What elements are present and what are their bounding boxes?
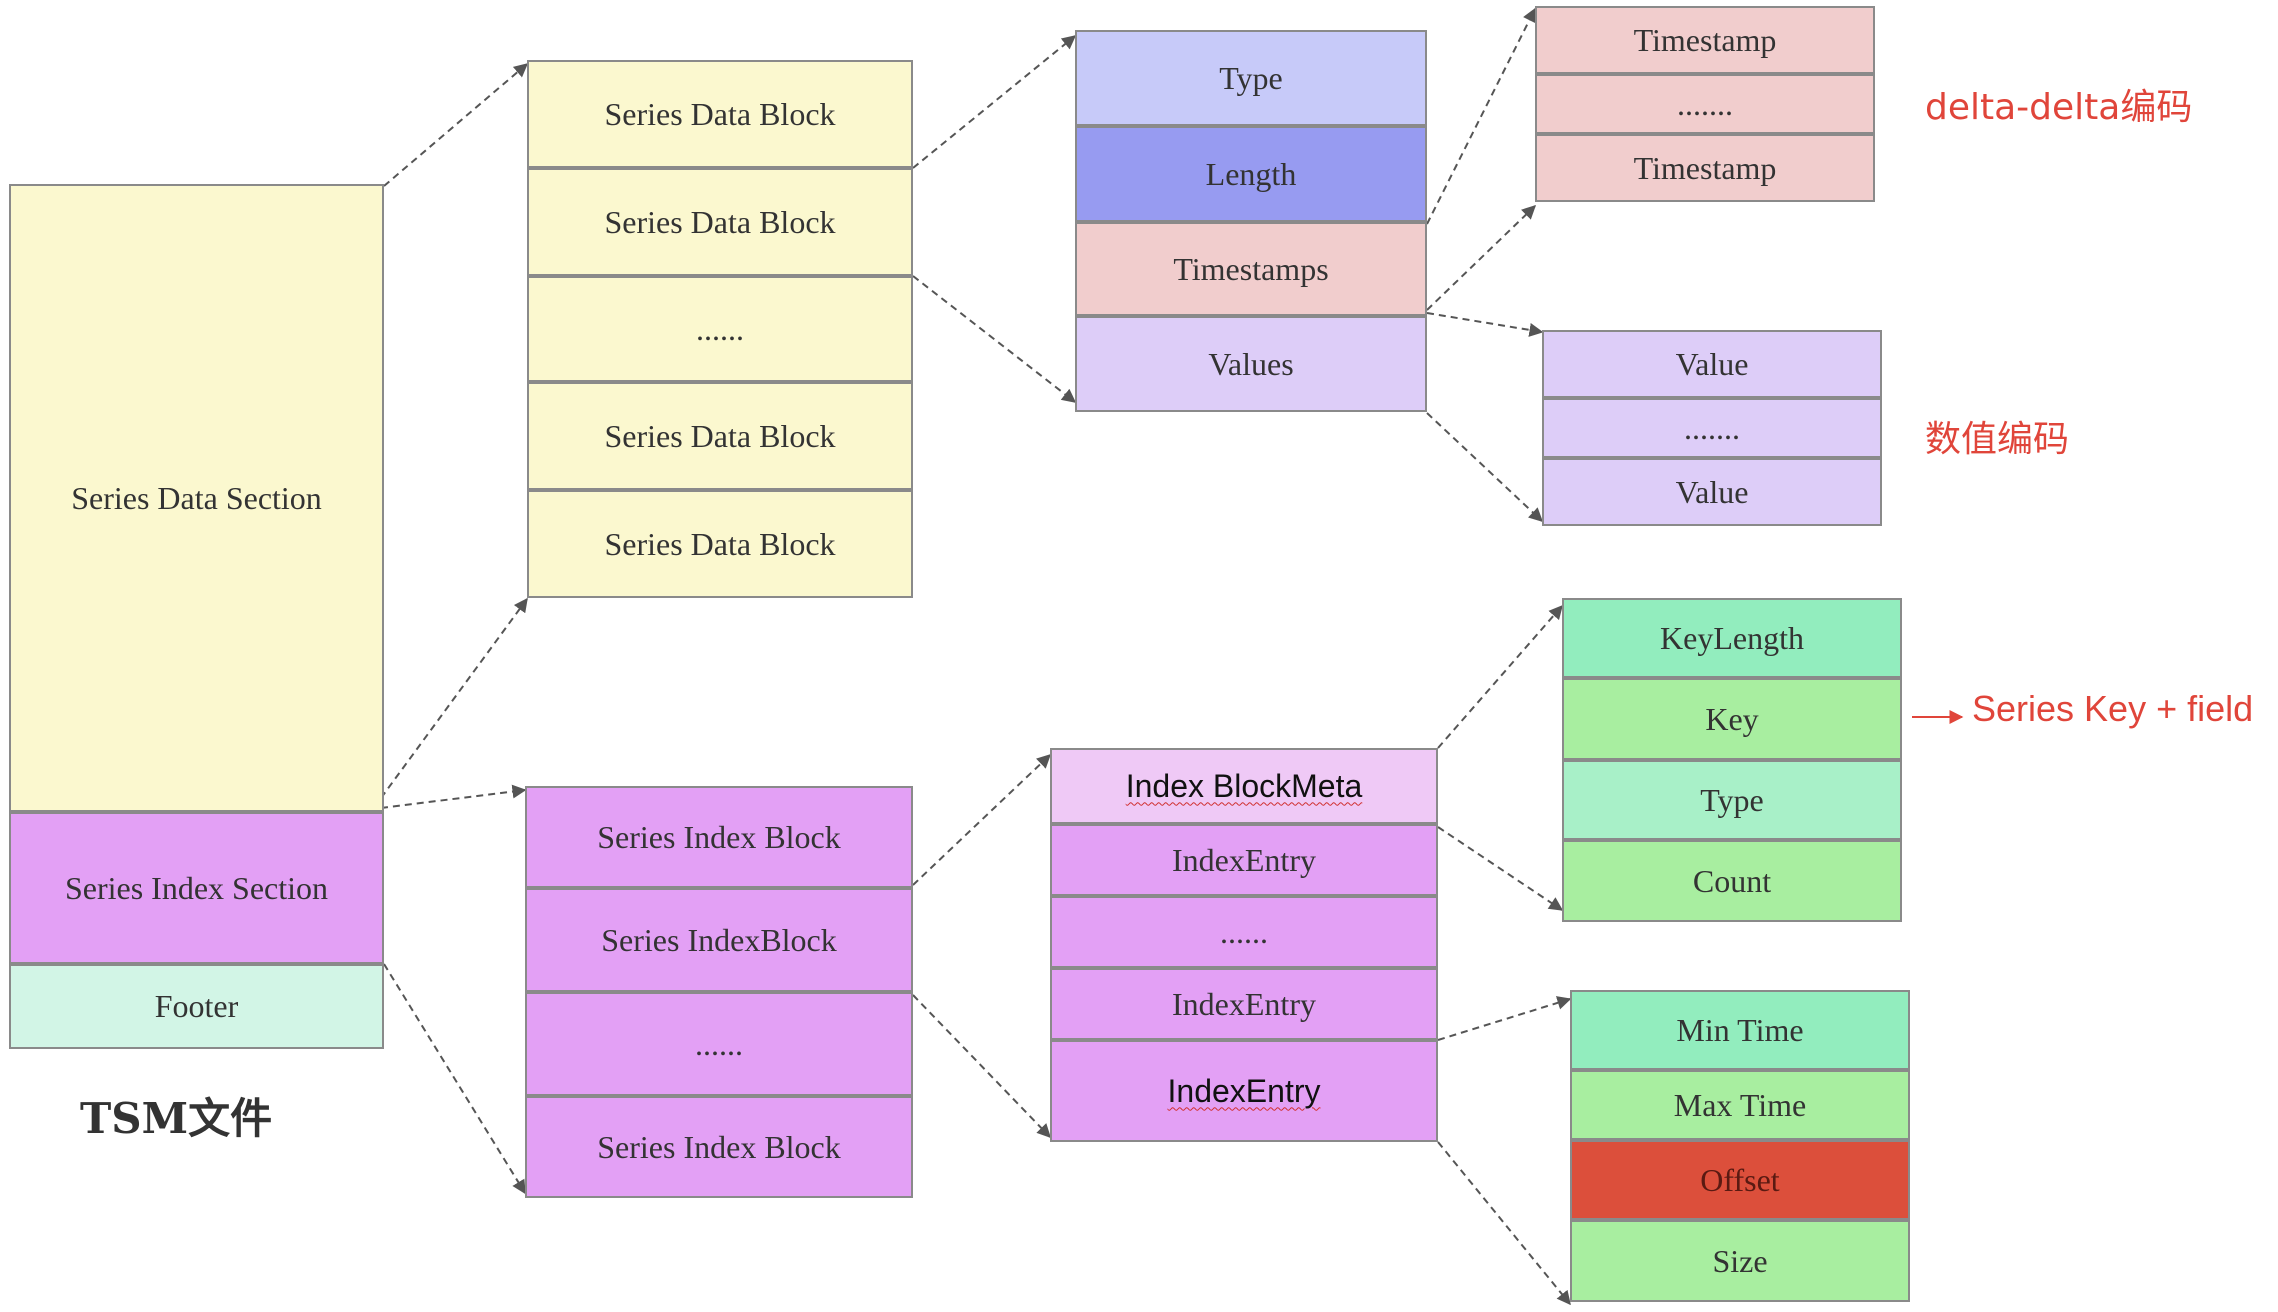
index-entry-3: IndexEntry	[1050, 1040, 1438, 1142]
arrow-index-section-to-blocks-top	[380, 784, 527, 809]
meta-field-keylength: KeyLength	[1562, 598, 1902, 678]
arrow-data-block-to-fields-bottom	[912, 275, 1077, 403]
entry-field-label: Offset	[1700, 1161, 1780, 1198]
arrow-meta-to-fields-bottom	[1437, 826, 1564, 911]
arrow-data-section-to-blocks-top	[383, 63, 529, 187]
index-entry-label: IndexEntry	[1167, 1072, 1321, 1109]
field-values: Values	[1075, 316, 1427, 412]
arrow-index-block-to-detail-bottom	[912, 994, 1051, 1139]
meta-field-label: KeyLength	[1660, 619, 1804, 656]
field-length: Length	[1075, 126, 1427, 222]
value-row-2: Value	[1542, 458, 1882, 526]
entry-field-max-time: Max Time	[1570, 1070, 1910, 1140]
series-data-block-2: Series Data Block	[527, 168, 913, 276]
value-row-ellipsis: .......	[1542, 398, 1882, 458]
series-data-block-4: Series Data Block	[527, 490, 913, 598]
ellipsis-label: ......	[1220, 913, 1268, 950]
arrow-timestamps-to-list-bottom	[1426, 205, 1537, 311]
delta-delta-annotation: delta-delta编码	[1925, 87, 2193, 128]
ellipsis-label: .......	[1684, 409, 1740, 446]
meta-field-type: Type	[1562, 760, 1902, 840]
series-data-block-1: Series Data Block	[527, 60, 913, 168]
series-data-block-label: Series Data Block	[604, 95, 836, 132]
timestamp-row-ellipsis: .......	[1535, 74, 1875, 134]
index-block-meta: Index BlockMeta	[1050, 748, 1438, 824]
series-index-block-label: Series Index Block	[597, 818, 841, 855]
index-entry-label: IndexEntry	[1172, 841, 1316, 878]
ellipsis-label: ......	[695, 1025, 743, 1062]
value-row-1: Value	[1542, 330, 1882, 398]
entry-field-min-time: Min Time	[1570, 990, 1910, 1070]
series-index-block-label: Series IndexBlock	[601, 921, 837, 958]
footer-section: Footer	[9, 964, 384, 1049]
field-timestamps: Timestamps	[1075, 222, 1427, 316]
entry-field-offset: Offset	[1570, 1140, 1910, 1220]
arrow-timestamps-to-list-top	[1426, 7, 1536, 225]
field-type: Type	[1075, 30, 1427, 126]
index-entry-1: IndexEntry	[1050, 824, 1438, 896]
series-index-block-3: Series Index Block	[525, 1096, 913, 1198]
meta-field-label: Type	[1700, 781, 1764, 818]
ellipsis-label: .......	[1677, 85, 1733, 122]
arrow-data-block-to-fields-top	[912, 35, 1077, 169]
meta-field-label: Count	[1692, 862, 1772, 899]
series-index-block-1: Series Index Block	[525, 786, 913, 888]
footer-label: Footer	[154, 988, 239, 1024]
series-data-block-ellipsis: ......	[527, 276, 913, 382]
timestamp-label: Timestamp	[1633, 21, 1777, 58]
series-index-block-2: Series IndexBlock	[525, 888, 913, 992]
field-values-label: Values	[1208, 345, 1294, 382]
field-type-label: Type	[1219, 59, 1283, 96]
series-index-block-label: Series Index Block	[597, 1128, 841, 1165]
numeric-encoding-annotation: 数值编码	[1925, 419, 2070, 460]
timestamp-label: Timestamp	[1633, 149, 1777, 186]
value-label: Value	[1675, 473, 1749, 510]
meta-field-count: Count	[1562, 840, 1902, 922]
series-data-section-label: Series Data Section	[71, 479, 322, 516]
arrow-index-block-to-detail-top	[912, 754, 1052, 886]
field-timestamps-label: Timestamps	[1173, 250, 1329, 287]
arrow-data-section-to-blocks-bottom	[380, 597, 528, 799]
arrow-footer-to-blocks-bottom	[383, 963, 526, 1195]
entry-field-label: Size	[1712, 1242, 1768, 1279]
series-data-block-label: Series Data Block	[604, 525, 836, 562]
series-index-section-label: Series Index Section	[64, 869, 329, 906]
meta-field-key: Key	[1562, 678, 1902, 760]
value-label: Value	[1675, 345, 1749, 382]
arrow-entry-to-fields-top	[1437, 996, 1572, 1041]
meta-field-label: Key	[1705, 700, 1759, 737]
index-entry-label: IndexEntry	[1172, 985, 1316, 1022]
index-entry-ellipsis: ......	[1050, 896, 1438, 968]
timestamp-row-1: Timestamp	[1535, 6, 1875, 74]
series-data-block-3: Series Data Block	[527, 382, 913, 490]
series-index-block-ellipsis: ......	[525, 992, 913, 1096]
series-key-field-annotation: Series Key + field	[1972, 688, 2254, 729]
ellipsis-label: ......	[696, 310, 744, 347]
timestamp-row-2: Timestamp	[1535, 134, 1875, 202]
series-data-block-label: Series Data Block	[604, 203, 836, 240]
entry-field-label: Max Time	[1673, 1086, 1807, 1123]
tsm-file-caption: TSM文件	[80, 1094, 273, 1143]
index-block-meta-label: Index BlockMeta	[1125, 767, 1363, 804]
series-data-section: Series Data Section	[9, 184, 384, 812]
series-index-section: Series Index Section	[9, 812, 384, 964]
arrow-entry-to-fields-bottom	[1437, 1141, 1571, 1306]
index-entry-2: IndexEntry	[1050, 968, 1438, 1040]
arrow-values-to-list-bottom	[1426, 412, 1544, 522]
series-data-block-label: Series Data Block	[604, 417, 836, 454]
field-length-label: Length	[1205, 155, 1297, 192]
arrow-meta-to-fields-top	[1437, 604, 1563, 749]
entry-field-size: Size	[1570, 1220, 1910, 1302]
arrow-timestamps-to-values-top	[1426, 312, 1544, 337]
entry-field-label: Min Time	[1676, 1011, 1804, 1048]
